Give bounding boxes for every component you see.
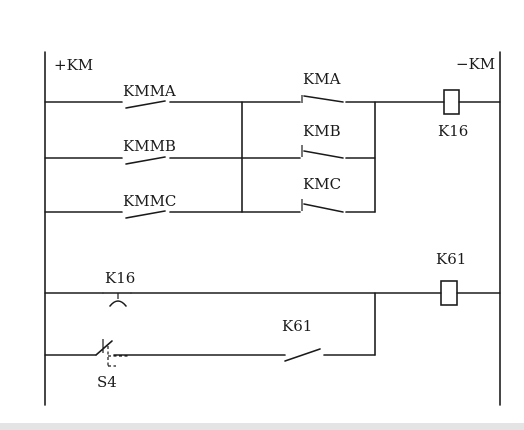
contact-kmb-label: KMB [303,122,341,140]
contact-kmc-label: KMC [303,175,341,193]
contact-kmma-label: KMMA [123,82,176,100]
contact-kmb [241,145,376,159]
contact-kmmc-label: KMMC [123,192,176,210]
contact-kma-label: KMA [303,70,341,88]
negative-bus-label: −KM [456,55,495,73]
pushbutton-s4 [44,339,286,367]
contact-k61 [284,348,376,362]
contact-kmmb-label: KMMB [123,137,176,155]
coil-k16-label: K16 [438,122,468,140]
contact-k16-label: K16 [105,269,135,287]
coil-k16 [443,89,460,115]
bottom-scroll-band [0,423,524,430]
contact-kmmc [44,210,243,219]
contact-kma [241,95,376,103]
contact-k61-label: K61 [282,317,312,335]
contact-kmmb [44,156,243,165]
contact-kmma [44,100,243,109]
contact-kmc [241,199,376,213]
positive-bus-label: +KM [54,56,93,74]
coil-k61-label: K61 [436,250,466,268]
coil-k61 [440,280,458,306]
contact-k16 [44,292,376,307]
pushbutton-s4-label: S4 [97,373,117,391]
